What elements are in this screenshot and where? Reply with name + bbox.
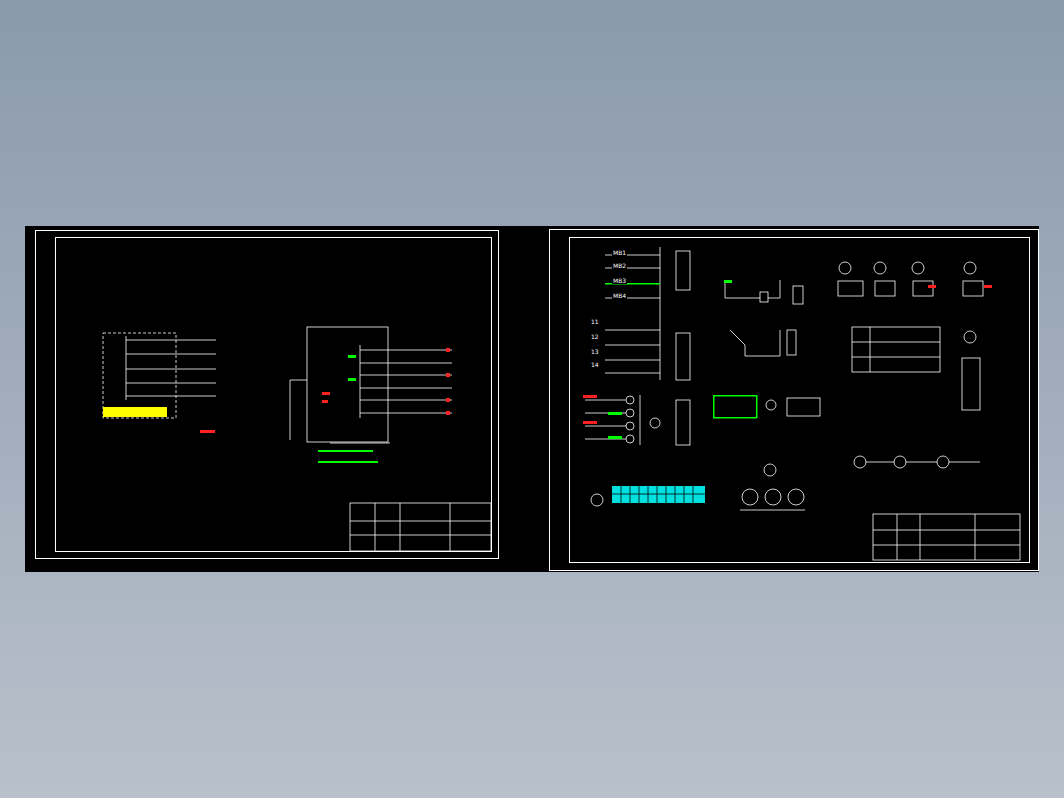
red-marks [322,348,450,415]
green-marks [318,355,378,463]
title-blocks [350,503,1020,560]
note-highlight [103,407,167,417]
sheet-frames [36,230,1039,571]
wire-label: 12 [590,333,600,340]
left-schematic [103,327,452,443]
wire-label: 13 [590,348,600,355]
red-mark [200,430,215,433]
model-space [25,226,1039,572]
green-elements [605,280,758,439]
terminal-divisions [612,486,705,503]
wire-label: MB2 [612,262,627,269]
red-labels [583,285,992,424]
wire-label: 14 [590,361,600,368]
wire-label: 11 [590,318,600,325]
wire-label: MB1 [612,249,627,256]
wire-label: MB4 [612,292,627,299]
wire-label: MB3 [612,277,627,284]
right-schematic [585,247,983,510]
terminal-strip [612,486,705,503]
